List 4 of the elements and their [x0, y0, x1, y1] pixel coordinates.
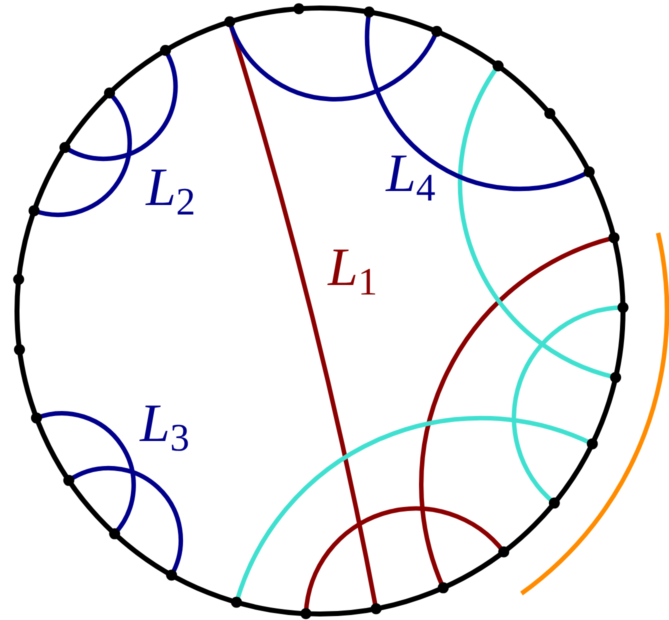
line-label: L$_{4}$	[386, 146, 436, 209]
line-label: L$_{1}$	[328, 240, 378, 303]
line-label: L$_{3}$	[140, 396, 190, 459]
line-label: L$_{2}$	[146, 160, 196, 223]
